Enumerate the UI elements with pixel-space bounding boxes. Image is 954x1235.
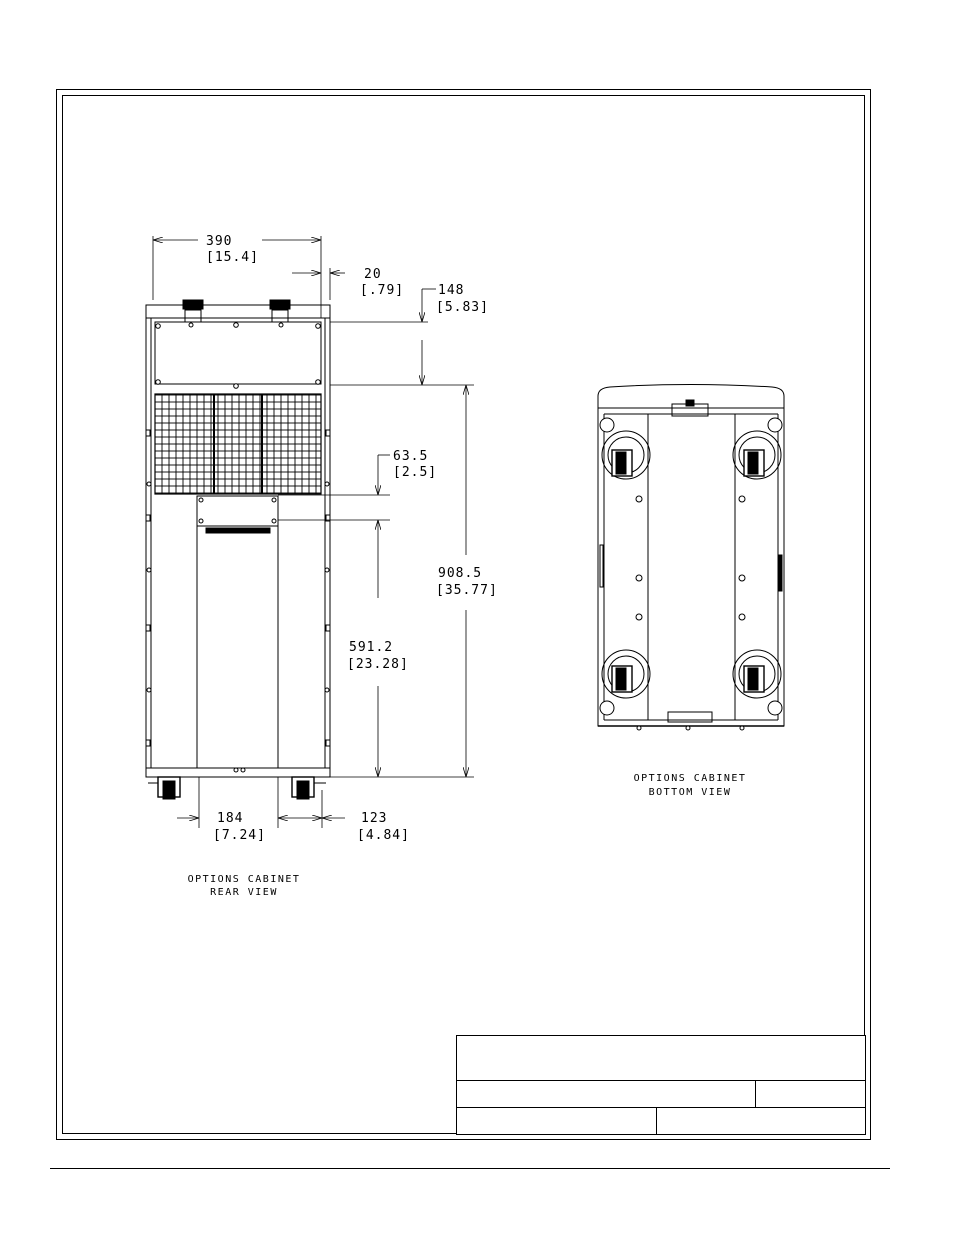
dim-123-in: [4.84] — [357, 828, 410, 843]
title-block-row2-left — [456, 1080, 756, 1108]
rear-connection-panel — [197, 496, 278, 526]
caster-left — [148, 777, 180, 799]
dim-908-in: [35.77] — [436, 583, 498, 598]
rear-view — [146, 300, 330, 799]
dim-390-mm: 390 — [206, 234, 232, 249]
dim-20-mm: 20 — [364, 267, 382, 282]
bottom-view-caption-line1: OPTIONS CABINET — [634, 773, 747, 784]
top-bracket-left — [183, 300, 203, 322]
title-block-row2-right — [755, 1080, 866, 1108]
dim-63-in: [2.5] — [393, 465, 437, 480]
dim-20-in: [.79] — [360, 283, 404, 298]
dim-148-mm: 148 — [438, 283, 464, 298]
bottom-view-caption-line2: BOTTOM VIEW — [649, 787, 732, 798]
bottom-caster-bottom-left — [602, 650, 650, 698]
dim-63-mm: 63.5 — [393, 449, 428, 464]
dim-184-in: [7.24] — [213, 828, 266, 843]
dim-184-mm: 184 — [217, 811, 243, 826]
bottom-caster-bottom-right — [733, 650, 781, 698]
rear-vent-grille — [155, 394, 321, 494]
top-panel-screws — [156, 323, 321, 389]
caster-right — [292, 777, 326, 799]
bottom-caster-top-left — [602, 431, 650, 479]
connection-panel-screws — [199, 498, 276, 523]
dim-591-mm: 591.2 — [349, 640, 393, 655]
top-bracket-right — [270, 300, 290, 322]
bottom-caster-top-right — [733, 431, 781, 479]
bottom-mounting-holes — [636, 496, 745, 730]
dim-591-in: [23.28] — [347, 657, 409, 672]
dim-148-in: [5.83] — [436, 300, 489, 315]
dim-908-mm: 908.5 — [438, 566, 482, 581]
title-block-title-cell — [456, 1035, 866, 1081]
rear-cabinet-outline — [146, 305, 330, 777]
terminal-strip — [206, 528, 270, 533]
title-block-row3-right — [656, 1107, 866, 1135]
dim-123-mm: 123 — [361, 811, 387, 826]
title-block-row3-left — [456, 1107, 657, 1135]
rear-view-caption-line2: REAR VIEW — [210, 887, 278, 898]
rear-dimension-lines — [153, 236, 474, 828]
rear-view-caption-line1: OPTIONS CABINET — [188, 874, 301, 885]
dim-390-in: [15.4] — [206, 250, 259, 265]
bottom-view — [598, 385, 784, 731]
rear-top-panel — [155, 322, 321, 384]
